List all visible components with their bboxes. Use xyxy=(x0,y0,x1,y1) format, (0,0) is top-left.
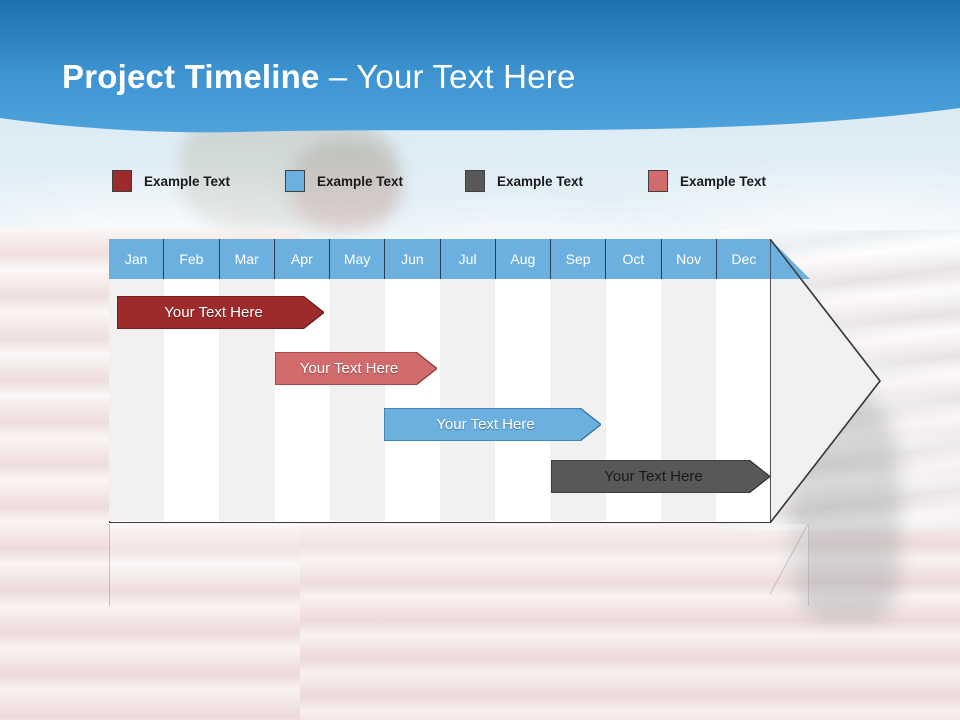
legend-item-4[interactable]: Example Text xyxy=(648,168,766,194)
legend-label-4: Example Text xyxy=(680,173,767,189)
legend-label-3: Example Text xyxy=(497,173,584,189)
page-title: Project Timeline – Your Text Here xyxy=(62,58,576,96)
month-header-apr[interactable]: Apr xyxy=(274,239,330,279)
timeline-bar-4[interactable]: Your Text Here xyxy=(551,460,770,493)
grid-column-may xyxy=(329,279,385,521)
legend-swatch-icon-1 xyxy=(112,170,132,192)
background-worker-lower xyxy=(290,140,400,230)
timeline-bar-4-label: Your Text Here xyxy=(604,468,703,485)
page-title-separator: – xyxy=(319,58,357,95)
timeline-bar-3-label: Your Text Here xyxy=(436,416,535,433)
grid-column-jul xyxy=(440,279,496,521)
timeline-bar-2[interactable]: Your Text Here xyxy=(275,352,437,385)
month-header-jul[interactable]: Jul xyxy=(440,239,496,279)
legend-item-1[interactable]: Example Text xyxy=(112,168,230,194)
timeline-bar-2-label: Your Text Here xyxy=(299,360,399,377)
month-header-mar[interactable]: Mar xyxy=(219,239,275,279)
month-header-jun[interactable]: Jun xyxy=(385,239,441,279)
legend-swatch-icon-2 xyxy=(285,170,305,192)
month-header-aug[interactable]: Aug xyxy=(495,239,551,279)
title-banner xyxy=(0,0,960,145)
page-title-bold: Project Timeline xyxy=(62,58,320,95)
month-header-sep[interactable]: Sep xyxy=(551,239,607,279)
month-header-oct[interactable]: Oct xyxy=(606,239,662,279)
timeline-bar-3[interactable]: Your Text Here xyxy=(384,408,601,441)
grid-column-aug xyxy=(495,279,551,521)
month-header-may[interactable]: May xyxy=(330,239,386,279)
page-title-light: Your Text Here xyxy=(356,58,576,95)
legend-item-3[interactable]: Example Text xyxy=(465,168,583,194)
month-header-nov[interactable]: Nov xyxy=(661,239,717,279)
timeline-bar-1[interactable]: Your Text Here xyxy=(117,296,324,329)
legend: Example Text Example Text Example Text E… xyxy=(110,168,870,196)
month-header-row: Jan Feb Mar Apr May Jun Jul Aug Sep Oct … xyxy=(109,239,771,279)
legend-label-1: Example Text xyxy=(144,173,231,189)
month-header-feb[interactable]: Feb xyxy=(164,239,220,279)
month-header-jan[interactable]: Jan xyxy=(109,239,165,279)
timeline-bar-1-label: Your Text Here xyxy=(164,304,263,321)
timeline-arrowhead-icon xyxy=(770,239,882,523)
timeline-chart: Jan Feb Mar Apr May Jun Jul Aug Sep Oct … xyxy=(109,239,772,523)
legend-label-2: Example Text xyxy=(317,173,404,189)
grid-column-jun xyxy=(384,279,441,521)
legend-item-2[interactable]: Example Text xyxy=(285,168,403,194)
legend-swatch-icon-4 xyxy=(648,170,668,192)
month-header-dec[interactable]: Dec xyxy=(716,239,771,279)
legend-swatch-icon-3 xyxy=(465,170,485,192)
